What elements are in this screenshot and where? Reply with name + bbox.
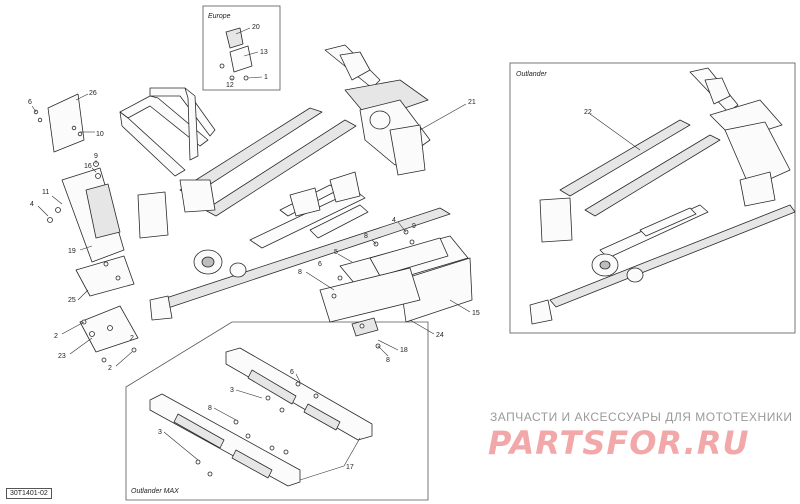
callout-25: 25	[68, 297, 76, 304]
callout-26: 26	[89, 90, 97, 97]
callout-1: 1	[264, 74, 268, 81]
callout-20: 20	[252, 24, 260, 31]
callout-4-right: 4	[392, 217, 396, 224]
callout-13: 13	[260, 49, 268, 56]
callout-3-bottom: 3	[158, 429, 162, 436]
callout-2-top: 2	[54, 333, 58, 340]
outlander-panel-border	[509, 62, 796, 334]
callout-5: 5	[334, 249, 338, 256]
callout-21: 21	[468, 99, 476, 106]
callout-8-mid: 8	[298, 269, 302, 276]
callout-6-max: 6	[290, 369, 294, 376]
callout-23: 23	[58, 353, 66, 360]
main-frame-assembly	[119, 44, 451, 321]
callout-24: 24	[436, 332, 444, 339]
callout-19: 19	[68, 248, 76, 255]
callout-2-right: 2	[130, 335, 134, 342]
outlander-max-panel-border	[125, 321, 429, 501]
europe-panel-title: Europe	[208, 13, 231, 20]
leader-lines	[31, 27, 641, 481]
max-step-plates	[149, 347, 373, 487]
callout-11: 11	[42, 189, 49, 196]
watermark-tagline: ЗАПЧАСТИ И АКСЕССУАРЫ ДЛЯ МОТОТЕХНИКИ	[490, 410, 793, 424]
europe-bracket-parts	[219, 27, 253, 81]
callout-17: 17	[346, 464, 354, 471]
outlander-max-panel-title: Outlander MAX	[131, 488, 179, 495]
callout-10: 10	[96, 131, 104, 138]
callout-8-max: 8	[208, 405, 212, 412]
europe-panel-border	[202, 5, 281, 91]
callout-6-left: 6	[28, 99, 32, 106]
callout-16: 16	[84, 163, 92, 170]
outlander-panel-title: Outlander	[516, 71, 547, 78]
callout-9-left: 9	[94, 153, 98, 160]
callout-8-bottom: 8	[386, 357, 390, 364]
callout-2-bottom: 2	[108, 365, 112, 372]
callout-6-mid: 6	[318, 261, 322, 268]
outlander-frame-assembly	[529, 67, 796, 325]
callout-18: 18	[400, 347, 408, 354]
callout-22: 22	[584, 109, 592, 116]
callout-8-top: 8	[364, 233, 368, 240]
document-number: 30T1401-02	[6, 488, 52, 499]
callout-9-right: 9	[412, 223, 416, 230]
callout-4-left: 4	[30, 201, 34, 208]
watermark-logo: PARTSFOR.RU	[488, 424, 750, 462]
callout-3-top: 3	[230, 387, 234, 394]
callout-12: 12	[226, 82, 234, 89]
left-small-parts	[33, 93, 139, 363]
callout-15: 15	[472, 310, 480, 317]
callout-numbers: 20 13 1 12 26 6 10 21 22 9 16 11 4 19 25…	[28, 24, 592, 471]
footrest-parts	[319, 229, 473, 349]
